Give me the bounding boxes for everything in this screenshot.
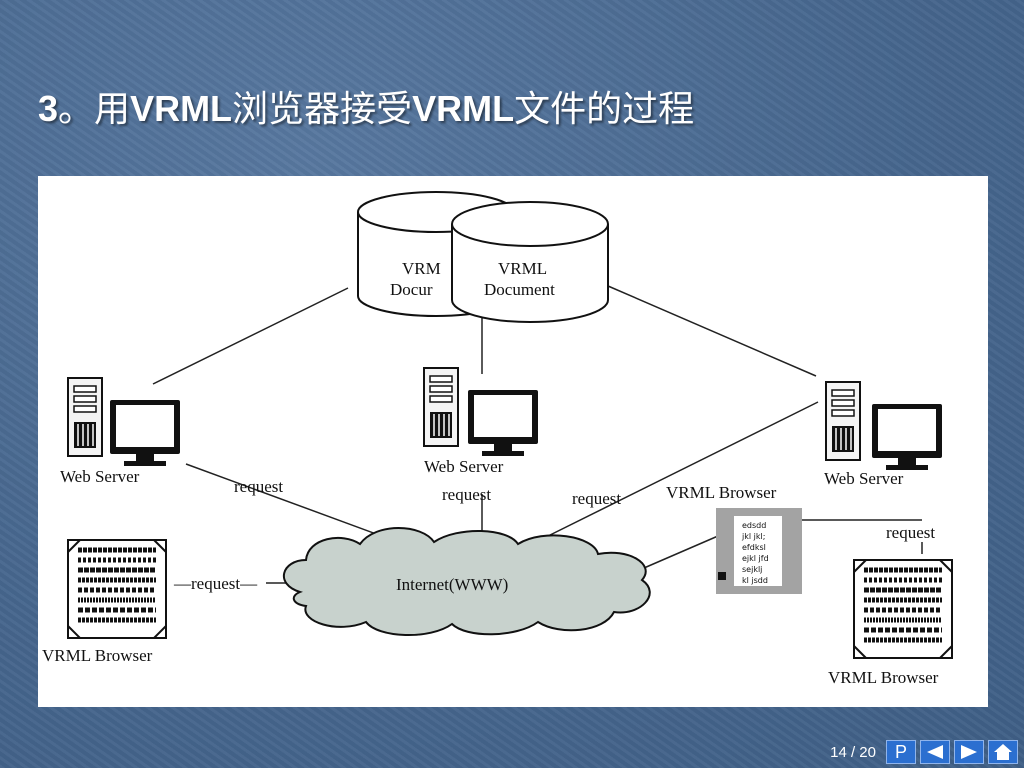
connector-lines <box>152 285 923 584</box>
title-number: 3 <box>38 88 59 129</box>
next-slide-button[interactable] <box>954 740 984 764</box>
vrml-browser-left-label: VRML Browser <box>42 646 153 665</box>
monitor-icon <box>872 404 942 470</box>
server-tower-icon <box>67 377 103 457</box>
print-label: P <box>894 741 907 762</box>
doc-front-label-1: VRML <box>498 259 547 278</box>
line-doc-right-server <box>607 285 817 377</box>
vrml-process-diagram: VRM Docur VRML Document Web Server Web S… <box>42 191 988 687</box>
title-vrml-1: VRML <box>130 88 233 129</box>
print-button[interactable]: P <box>886 740 916 764</box>
document-icon <box>854 560 952 658</box>
line-right-server-cloud <box>539 401 819 541</box>
document-icon <box>68 540 166 638</box>
web-server-center <box>423 367 538 456</box>
server-tower-icon <box>423 367 459 447</box>
request-label-right: request <box>572 489 621 508</box>
title-vrml-2: VRML <box>412 88 515 129</box>
vrml-browser-right <box>854 560 952 658</box>
screen-line-6: kl jsdd <box>742 576 768 585</box>
monitor-icon <box>468 390 538 456</box>
page-number: 14 / 20 <box>830 743 876 761</box>
vrml-browser-top-label: VRML Browser <box>666 483 777 502</box>
triangle-left-icon <box>927 745 943 759</box>
web-server-left <box>67 377 180 466</box>
web-server-left-label: Web Server <box>60 467 140 486</box>
home-icon <box>994 744 1012 760</box>
screen-line-2: jkl jkl; <box>741 532 765 541</box>
line-left-server-cloud <box>185 463 399 543</box>
screen-line-3: efdksl <box>742 543 766 552</box>
vrml-document-front: VRML Document <box>451 201 609 323</box>
title-part-2: 浏览器接受 <box>232 89 413 130</box>
screen-line-4: ejkl jfd <box>742 554 769 563</box>
web-server-right <box>825 381 942 470</box>
screen-line-1: edsdd <box>742 521 766 530</box>
previous-slide-button[interactable] <box>920 740 950 764</box>
web-server-center-label: Web Server <box>424 457 504 476</box>
doc-back-label-1: VRM <box>402 259 441 278</box>
line-cloud-vrml-browser <box>643 535 719 569</box>
diagram-frame: VRM Docur VRML Document Web Server Web S… <box>38 176 988 707</box>
vrml-browser-right-label: VRML Browser <box>828 668 939 687</box>
home-button[interactable] <box>988 740 1018 764</box>
doc-back-label-2: Docur <box>390 280 433 299</box>
triangle-right-icon <box>961 745 977 759</box>
internet-cloud: Internet(WWW) <box>282 527 651 636</box>
monitor-icon <box>110 400 180 466</box>
cursor-icon <box>718 572 726 580</box>
slide-footer: 14 / 20 P <box>830 738 1018 766</box>
screen-line-5: sejklj <box>742 565 762 574</box>
web-server-right-label: Web Server <box>824 469 904 488</box>
title-part-1: 用 <box>94 89 131 130</box>
request-label-left: request <box>234 477 283 496</box>
title-separator: 。 <box>58 89 95 130</box>
vrml-browser-left <box>68 540 166 638</box>
line-doc-left-server <box>152 287 349 385</box>
doc-front-label-2: Document <box>484 280 555 299</box>
internet-cloud-label: Internet(WWW) <box>396 575 508 594</box>
title-part-3: 文件的过程 <box>514 89 695 130</box>
request-label-browser-left: —request— <box>173 574 258 593</box>
request-label-center: request <box>442 485 491 504</box>
vrml-browser-screen: edsdd jkl jkl; efdksl ejkl jfd sejklj kl… <box>716 508 802 594</box>
slide-title: 3。用VRML浏览器接受VRML文件的过程 <box>38 80 694 132</box>
request-label-browser-right: request <box>886 523 935 542</box>
server-tower-icon <box>825 381 861 461</box>
